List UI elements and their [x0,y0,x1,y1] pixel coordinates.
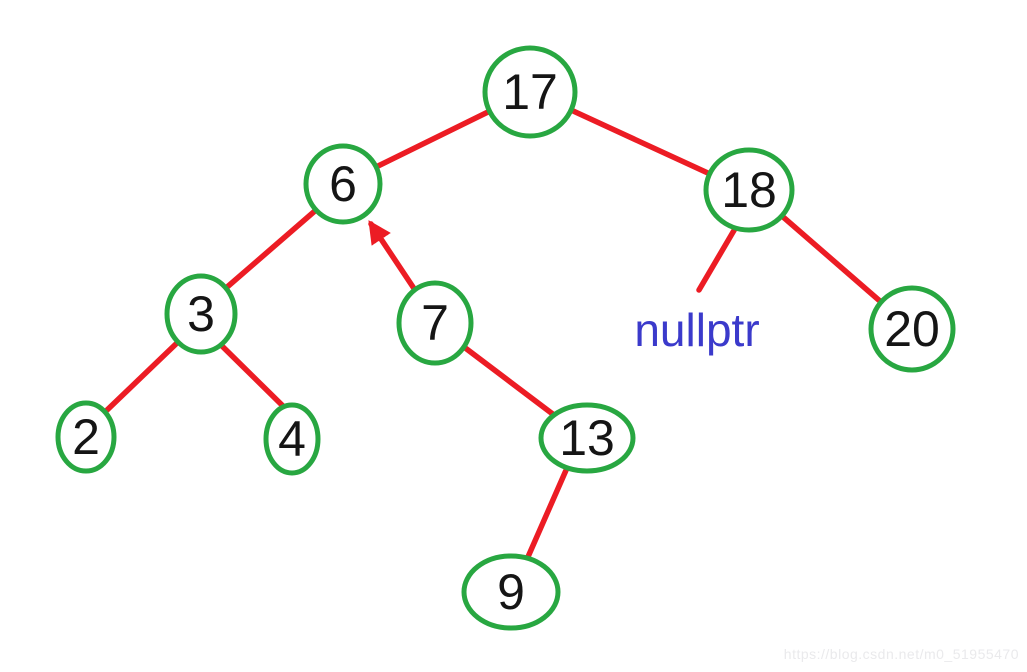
node-circle-3 [164,273,238,355]
node-circle-4 [263,402,321,476]
tree-edge-6-3 [223,207,319,291]
tree-node-3: 3 [164,273,238,355]
nullptr-label: nullptr [634,304,759,356]
node-value-6: 6 [329,156,357,212]
texts-layer: nullptr [634,304,759,356]
tree-edge-17-6 [373,108,493,170]
tree-edge-7-6 [368,220,418,293]
node-circle-17 [482,45,578,139]
tree-edge-17-18 [568,107,713,177]
tree-node-13: 13 [538,402,636,474]
tree-node-9: 9 [461,553,561,631]
node-circle-13 [538,402,636,474]
node-circle-7 [396,280,474,366]
node-value-3: 3 [187,286,215,342]
node-circle-6 [303,143,383,225]
tree-edge-3-2 [102,339,181,415]
tree-edge-7-13 [461,344,557,418]
tree-edge-13-9 [521,465,570,569]
nodes-layer: 17 6 18 3 7 20 2 4 13 9 [55,45,956,631]
tree-node-4: 4 [263,402,321,476]
watermark: https://blog.csdn.net/m0_51955470 [783,646,1019,662]
node-value-2: 2 [72,409,100,465]
tree-node-20: 20 [868,285,956,373]
edges-layer [102,107,884,569]
node-value-13: 13 [559,410,615,466]
node-circle-20 [868,285,956,373]
tree-node-18: 18 [703,147,795,233]
node-value-18: 18 [721,162,777,218]
tree-edge-3-4 [218,342,289,412]
tree-node-6: 6 [303,143,383,225]
node-value-9: 9 [497,564,525,620]
node-value-20: 20 [884,301,940,357]
node-circle-9 [461,553,561,631]
node-value-4: 4 [278,411,306,467]
node-value-17: 17 [502,64,558,120]
tree-node-2: 2 [55,400,117,474]
tree-edge-18-20 [779,213,884,305]
tree-node-7: 7 [396,280,474,366]
node-circle-2 [55,400,117,474]
tree-node-17: 17 [482,45,578,139]
node-circle-18 [703,147,795,233]
tree-edge-18-nullptr [696,224,739,293]
node-value-7: 7 [421,295,449,351]
